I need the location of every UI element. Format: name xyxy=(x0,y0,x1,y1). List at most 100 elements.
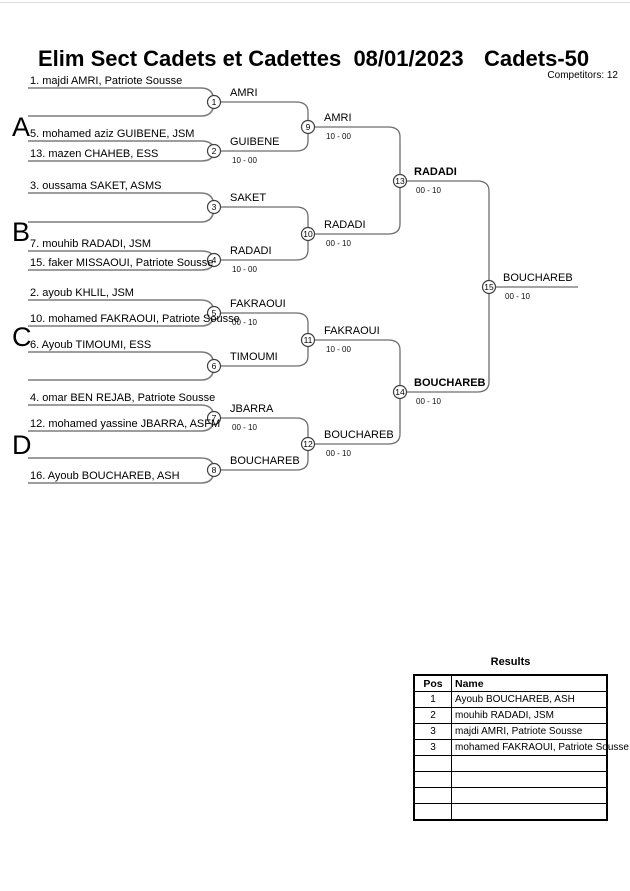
results-cell-name: mouhib RADADI, JSM xyxy=(451,707,608,724)
entry-name: 1. majdi AMRI, Patriote Sousse xyxy=(30,75,182,87)
match-number: 2 xyxy=(212,146,217,156)
match-score: 00 - 10 xyxy=(232,423,257,432)
results-cell-pos: 3 xyxy=(413,723,452,740)
match-8-circle xyxy=(206,462,222,478)
results-row xyxy=(413,771,608,788)
match-12-circle xyxy=(300,436,316,452)
champion-label: BOUCHAREB xyxy=(503,272,573,284)
match-number: 12 xyxy=(303,439,313,449)
match-number: 8 xyxy=(212,465,217,475)
bracket-connector xyxy=(406,180,490,287)
match-5-circle xyxy=(206,305,222,321)
match-9-circle xyxy=(300,119,316,135)
match-score: 00 - 10 xyxy=(416,186,441,195)
winner-label: GUIBENE xyxy=(230,136,280,148)
page-title: Elim Sect Cadets et Cadettes 08/01/2023 xyxy=(38,46,464,71)
results-cell-name xyxy=(451,787,608,804)
match-13-circle xyxy=(392,173,408,189)
finalist-label: BOUCHAREB xyxy=(414,377,486,389)
winner-label: FAKRAOUI xyxy=(324,325,380,337)
bracket-connector xyxy=(220,127,309,152)
match-15-circle xyxy=(481,279,497,295)
entry-name: 13. mazen CHAHEB, ESS xyxy=(30,148,158,160)
results-row xyxy=(413,803,608,821)
match-score: 00 - 10 xyxy=(232,318,257,327)
results-cell-name: majdi AMRI, Patriote Sousse xyxy=(451,723,608,740)
results-col-pos: Pos xyxy=(413,674,452,692)
winner-label: JBARRA xyxy=(230,403,274,415)
match-number: 3 xyxy=(212,202,217,212)
entry-name: 6. Ayoub TIMOUMI, ESS xyxy=(30,339,151,351)
weight-category: Cadets-50 xyxy=(484,46,590,71)
bracket-connector xyxy=(314,181,401,235)
match-score: 00 - 10 xyxy=(326,449,351,458)
match-11-circle xyxy=(300,332,316,348)
entry-name: 10. mohamed FAKRAOUI, Patriote Sousse xyxy=(30,313,240,325)
winner-label: RADADI xyxy=(230,245,272,257)
match-10-circle xyxy=(300,226,316,242)
winner-label: AMRI xyxy=(230,87,258,99)
match-7-circle xyxy=(206,410,222,426)
match-14-circle xyxy=(392,384,408,400)
winner-label: AMRI xyxy=(324,112,352,124)
match-score: 00 - 10 xyxy=(326,239,351,248)
results-cell-name xyxy=(451,771,608,788)
entry-name: 4. omar BEN REJAB, Patriote Sousse xyxy=(30,392,215,404)
finalist-label: RADADI xyxy=(414,166,457,178)
results-cell-pos: 3 xyxy=(413,739,452,756)
bracket-connector xyxy=(314,126,401,181)
match-number: 11 xyxy=(304,335,313,345)
connector-lines xyxy=(220,101,578,471)
results-cell-pos xyxy=(413,771,452,788)
match-1-circle xyxy=(206,94,222,110)
results-cell-pos xyxy=(413,787,452,804)
match-score: 10 - 00 xyxy=(326,132,351,141)
match-number: 13 xyxy=(395,176,405,186)
bracket-connector xyxy=(220,101,309,127)
results-cell-pos xyxy=(413,755,452,772)
section-label-d: D xyxy=(12,430,32,460)
match-number: 15 xyxy=(484,282,494,292)
results-row xyxy=(413,787,608,804)
bracket-connector xyxy=(220,312,309,340)
bracket-line xyxy=(28,192,215,223)
entry-name: 15. faker MISSAOUI, Patriote Sousse xyxy=(30,257,213,269)
results-cell-pos: 2 xyxy=(413,707,452,724)
results-cell-name: mohamed FAKRAOUI, Patriote Sousse xyxy=(451,739,629,756)
competitors-count: Competitors: 12 xyxy=(547,70,618,81)
match-number: 4 xyxy=(212,255,217,265)
match-numbers: 1 2 3 4 5 6 7 8 9 10 11 12 13 14 15 xyxy=(212,97,494,475)
match-number: 6 xyxy=(212,361,217,371)
results-col-name: Name xyxy=(451,674,608,692)
winner-label: TIMOUMI xyxy=(230,351,278,363)
match-score: 00 - 10 xyxy=(505,292,530,301)
entry-names: 1. majdi AMRI, Patriote Sousse 5. mohame… xyxy=(30,75,240,482)
match-score: 10 - 00 xyxy=(232,156,257,165)
results-cell-name xyxy=(451,755,608,772)
winner-label: FAKRAOUI xyxy=(230,298,286,310)
winner-label: BOUCHAREB xyxy=(230,455,300,467)
page-top-rule xyxy=(0,2,630,3)
bracket-connector xyxy=(220,206,309,234)
bracket-connector xyxy=(220,234,309,261)
bracket-connector xyxy=(314,392,401,445)
entry-name: 3. oussama SAKET, ASMS xyxy=(30,180,161,192)
match-score: 10 - 00 xyxy=(326,345,351,354)
results-row xyxy=(413,755,608,772)
results-cell-pos xyxy=(413,803,452,821)
results-cell-pos: 1 xyxy=(413,691,452,708)
entry-name: 2. ayoub KHLIL, JSM xyxy=(30,287,134,299)
section-label-c: C xyxy=(12,322,32,352)
match-scores: 10 - 00 10 - 00 00 - 10 00 - 10 10 - 00 … xyxy=(232,132,530,458)
match-2-circle xyxy=(206,143,222,159)
match-number: 7 xyxy=(212,413,217,423)
section-label-b: B xyxy=(12,217,30,247)
results-title: Results xyxy=(490,656,531,668)
winner-labels: AMRI GUIBENE SAKET RADADI FAKRAOUI TIMOU… xyxy=(230,87,573,467)
